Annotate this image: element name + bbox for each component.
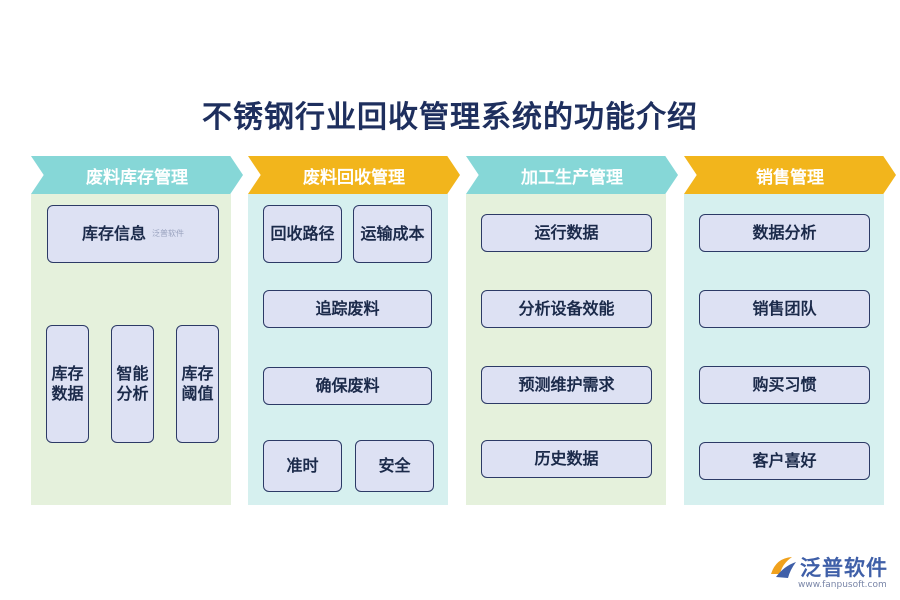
logo-icon	[771, 557, 796, 578]
equipment-efficiency-box: 分析设备效能	[481, 290, 652, 328]
safety-box: 安全	[355, 440, 434, 492]
inventory-info-box: 库存信息 泛普软件	[47, 205, 219, 263]
column-inventory: 废料库存管理 库存信息 泛普软件 库存数据 智能分析 库存阈值	[31, 152, 243, 507]
column-panel-inventory: 库存信息 泛普软件 库存数据 智能分析 库存阈值	[31, 194, 231, 505]
column-panel-production: 运行数据 分析设备效能 预测维护需求 历史数据	[466, 194, 666, 505]
sales-team-box: 销售团队	[699, 290, 870, 328]
column-panel-recycling: 回收路径 运输成本 追踪废料 确保废料 准时 安全	[248, 194, 448, 505]
column-header-recycling: 废料回收管理	[248, 156, 460, 194]
page-title: 不锈钢行业回收管理系统的功能介绍	[202, 100, 698, 135]
logo-name: 泛普软件	[800, 556, 888, 580]
customer-preference-box: 客户喜好	[699, 442, 870, 480]
operation-data-box: 运行数据	[481, 214, 652, 252]
box-label: 库存信息	[81, 224, 146, 243]
maintenance-forecast-box: 预测维护需求	[481, 366, 652, 404]
data-analysis-box: 数据分析	[699, 214, 870, 252]
transport-cost-box: 运输成本	[353, 205, 432, 263]
column-header-production: 加工生产管理	[466, 156, 678, 194]
track-waste-box: 追踪废料	[263, 290, 432, 328]
ensure-waste-box: 确保废料	[263, 367, 432, 405]
box-label: 库存阈值	[181, 364, 214, 403]
inventory-threshold-box: 库存阈值	[176, 325, 219, 443]
logo-url: www.fanpusoft.com	[798, 580, 887, 590]
watermark-text: 泛普软件	[152, 229, 184, 238]
brand-logo: 泛普软件 www.fanpusoft.com	[768, 552, 893, 592]
on-time-box: 准时	[263, 440, 342, 492]
recycling-route-box: 回收路径	[263, 205, 342, 263]
column-recycling: 废料回收管理 回收路径 运输成本 追踪废料 确保废料 准时 安全	[248, 152, 460, 507]
inventory-data-box: 库存数据	[46, 325, 89, 443]
box-label: 库存数据	[51, 364, 84, 403]
column-header-inventory: 废料库存管理	[31, 156, 243, 194]
column-header-sales: 销售管理	[684, 156, 896, 194]
smart-analysis-box: 智能分析	[111, 325, 154, 443]
box-label: 智能分析	[116, 364, 149, 403]
history-data-box: 历史数据	[481, 440, 652, 478]
column-panel-sales: 数据分析 销售团队 购买习惯 客户喜好	[684, 194, 884, 505]
column-production: 加工生产管理 运行数据 分析设备效能 预测维护需求 历史数据	[466, 152, 678, 507]
purchase-habits-box: 购买习惯	[699, 366, 870, 404]
column-sales: 销售管理 数据分析 销售团队 购买习惯 客户喜好	[684, 152, 896, 507]
